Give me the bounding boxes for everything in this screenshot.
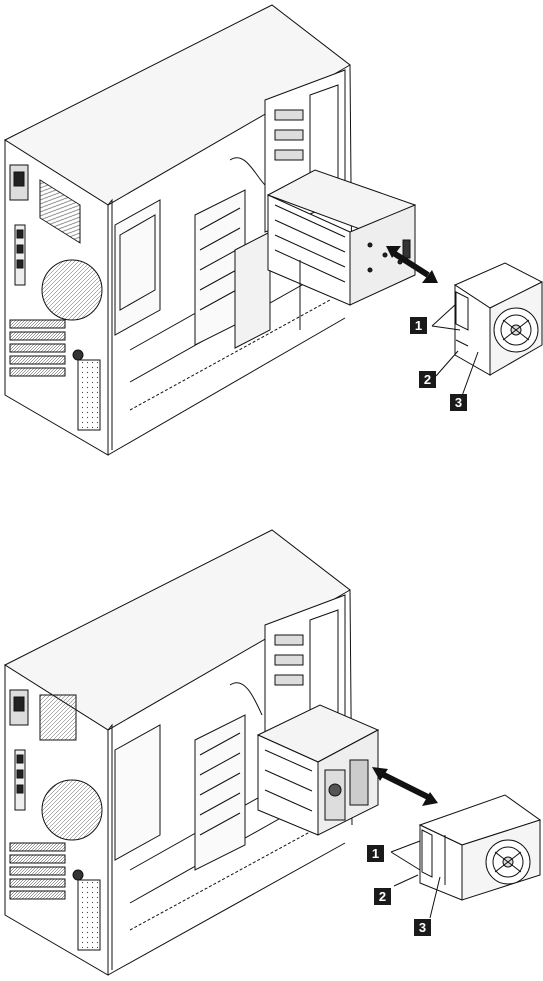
callout-2: 2 — [419, 371, 436, 388]
callout-3: 3 — [450, 394, 467, 411]
server-chassis-illustration-bottom — [0, 525, 543, 981]
callout-2: 2 — [374, 888, 391, 905]
diagram-bottom: 1 2 3 — [0, 525, 543, 981]
callout-3: 3 — [414, 919, 431, 936]
callout-1: 1 — [367, 845, 384, 862]
diagram-top: 1 2 3 — [0, 0, 543, 470]
callout-1: 1 — [410, 317, 427, 334]
